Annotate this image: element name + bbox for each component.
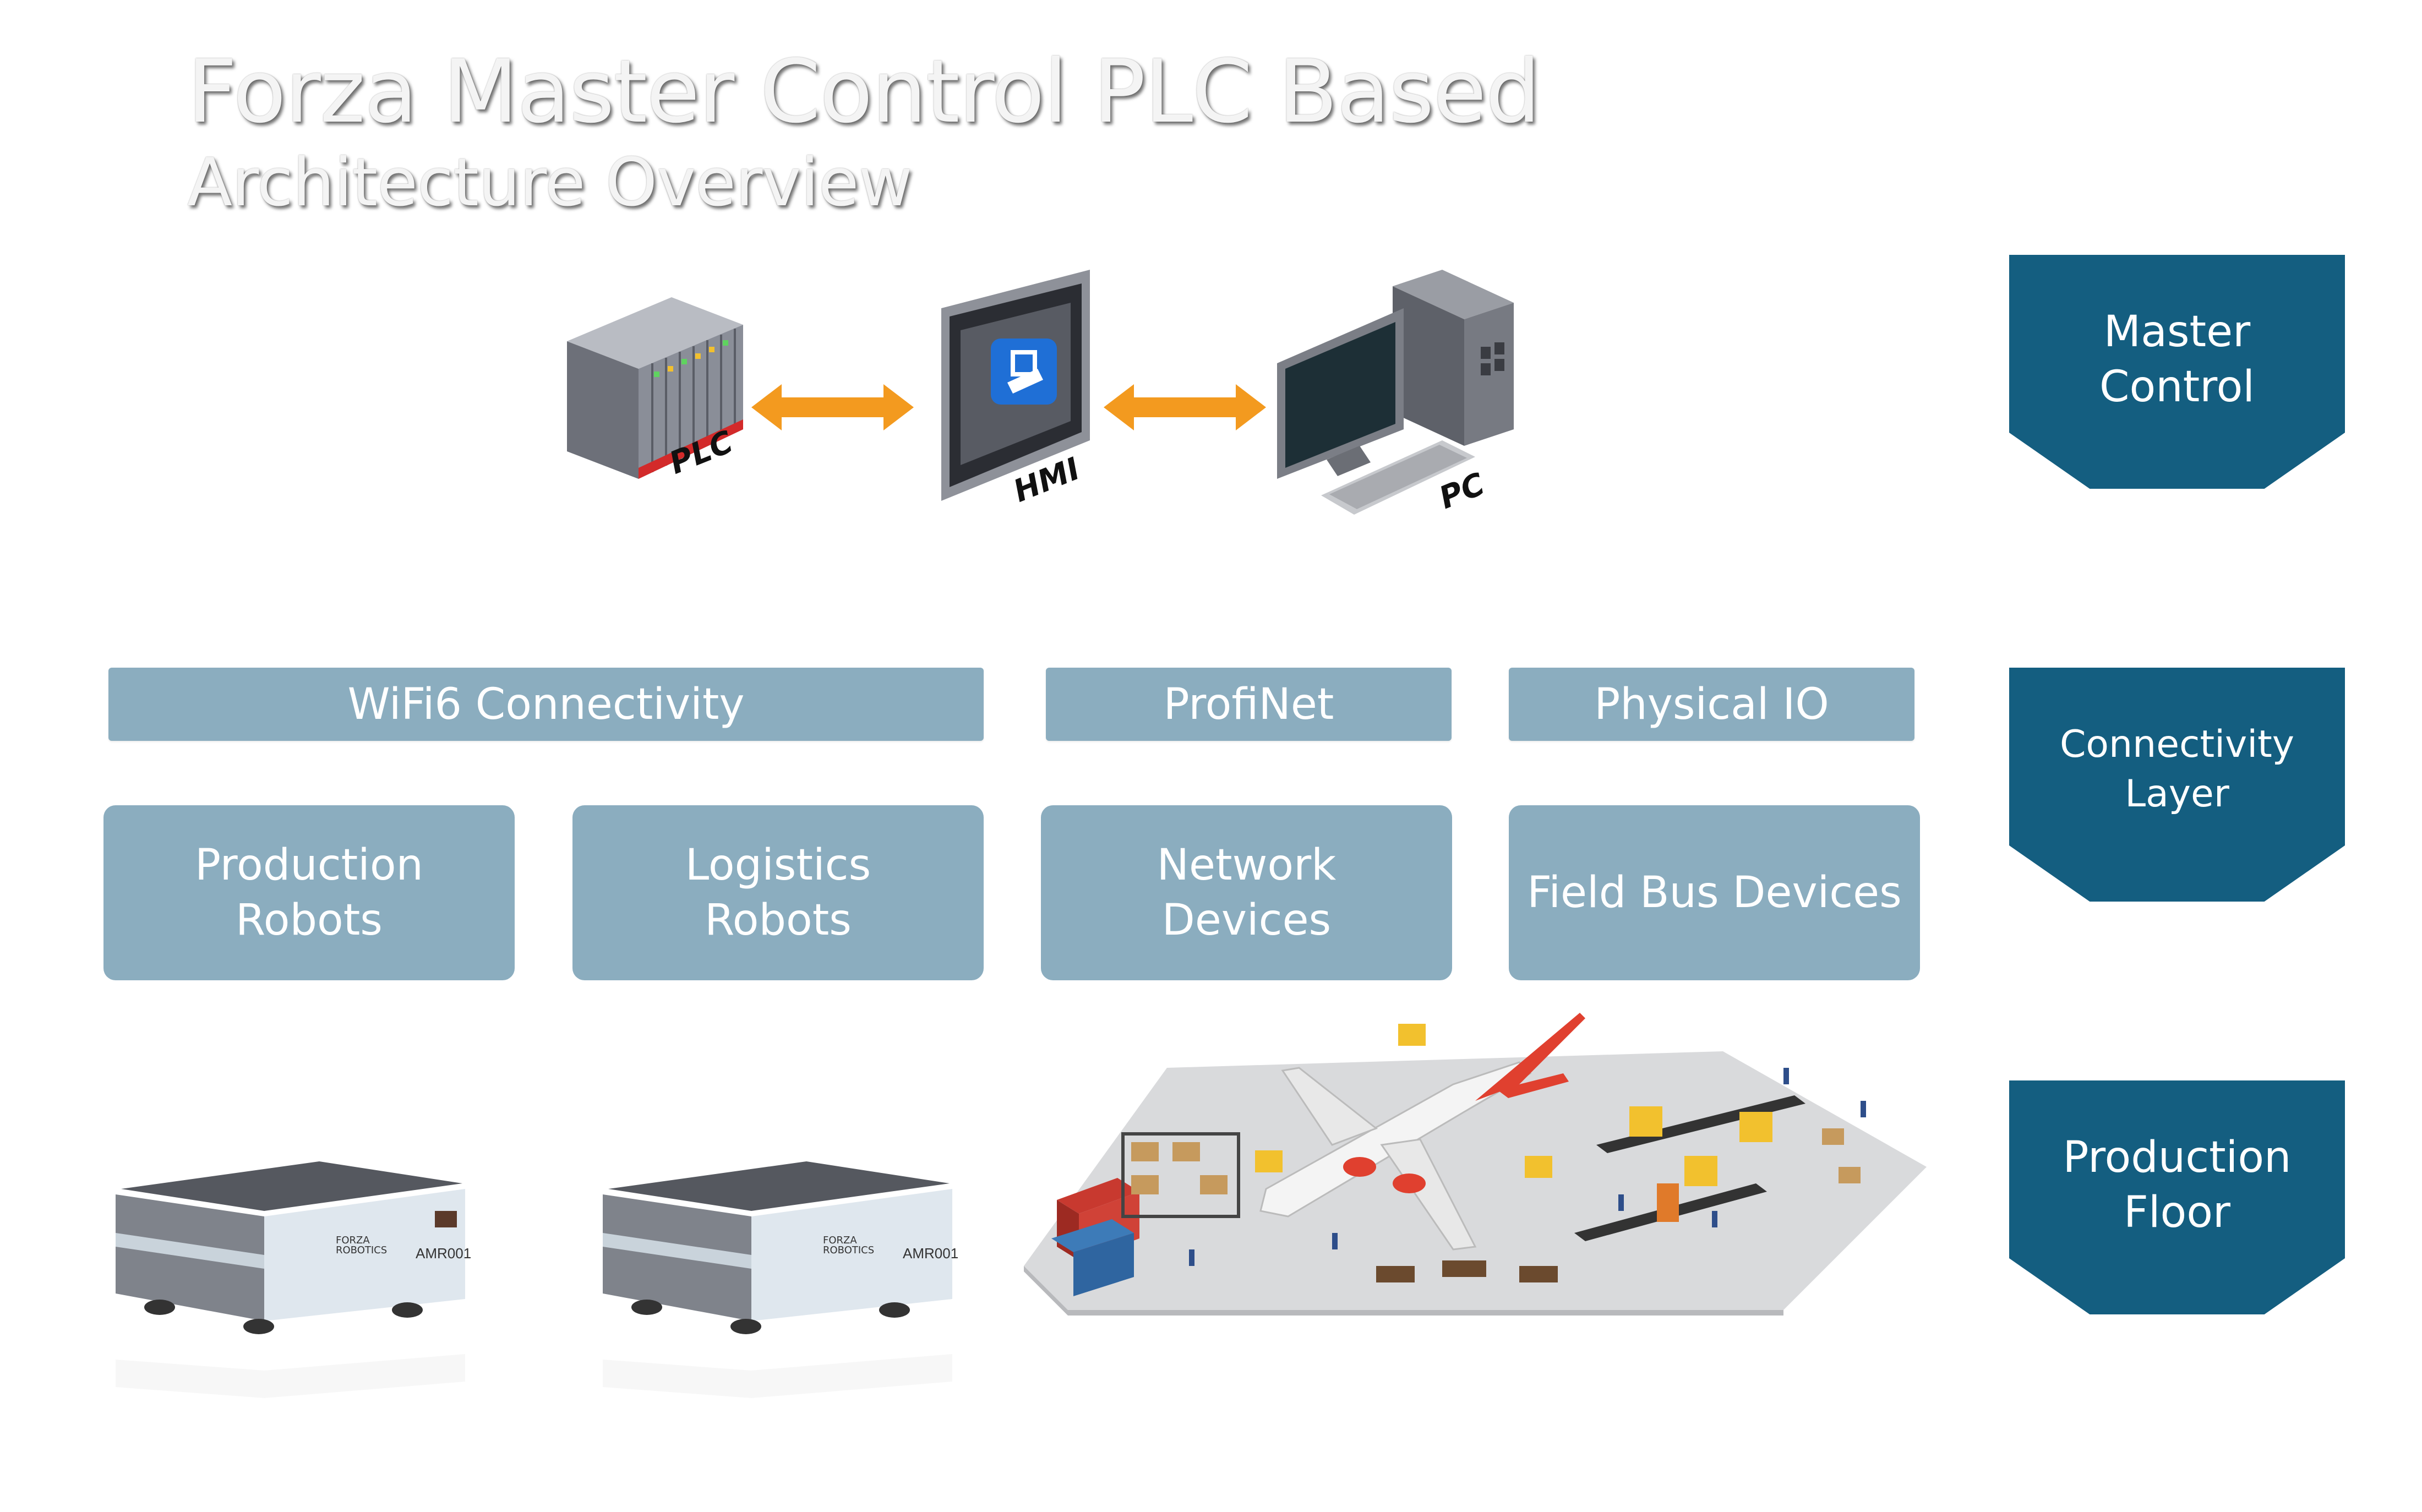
physical-io-bar: Physical IO: [1509, 668, 1914, 741]
wifi6-connectivity-bar: WiFi6 Connectivity: [108, 668, 984, 741]
title-line-2: Architecture Overview: [187, 145, 913, 221]
amr-robot-2: FORZA ROBOTICS AMR001: [597, 1150, 961, 1448]
amr-robot-icon: [603, 1161, 952, 1398]
amr-id-text: AMR001: [903, 1245, 959, 1262]
production-floor-layer-badge: Production Floor: [2009, 1080, 2345, 1314]
pc-computer-icon: [1277, 270, 1514, 515]
hmi-pc-arrow-icon: [1104, 384, 1266, 430]
factory-floor-illustration: [1024, 1002, 1938, 1321]
production-floor-label: Production Floor: [2063, 1133, 2292, 1237]
network-devices-box: Network Devices: [1041, 805, 1452, 980]
hmi-panel-icon: [941, 270, 1090, 501]
master-control-label: Master Control: [2099, 307, 2255, 412]
amr-brand-text: FORZA ROBOTICS: [336, 1235, 388, 1256]
title-line-1: Forza Master Control PLC Based: [187, 41, 1541, 143]
amr-brand-text: FORZA ROBOTICS: [823, 1235, 875, 1256]
connectivity-layer-label: Connectivity Layer: [2059, 723, 2295, 816]
factory-floor-icon: [1024, 1013, 1927, 1316]
connectivity-layer-badge: Connectivity Layer: [2009, 668, 2345, 902]
amr-robot-icon: [116, 1161, 465, 1398]
field-bus-devices-box: Field Bus Devices: [1509, 805, 1920, 980]
master-control-layer-badge: Master Control: [2009, 255, 2345, 489]
pc-device: [1277, 264, 1519, 517]
profinet-bar: ProfiNet: [1046, 668, 1452, 741]
hmi-device: [930, 270, 1095, 506]
amr-robot-1: FORZA ROBOTICS AMR001: [110, 1150, 473, 1448]
amr-id-text: AMR001: [416, 1245, 472, 1262]
production-robots-box: Production Robots: [103, 805, 515, 980]
plc-rack-icon: [567, 297, 743, 479]
logistics-robots-box: Logistics Robots: [572, 805, 984, 980]
plc-device: [561, 275, 749, 484]
plc-hmi-arrow-icon: [751, 384, 914, 430]
